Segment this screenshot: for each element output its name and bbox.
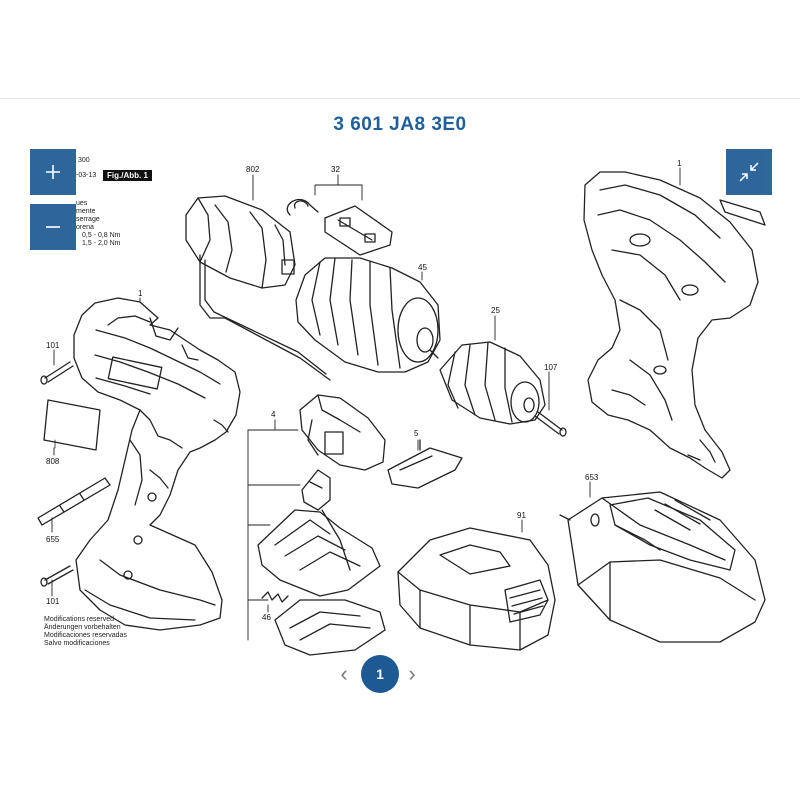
part-number-653: 653	[585, 473, 599, 482]
page-title: 3 601 JA8 3E0	[333, 114, 467, 135]
part-number-101-bottom: 101	[46, 597, 60, 606]
next-page-arrow[interactable]: ›	[408, 661, 416, 686]
contact-plate	[274, 599, 386, 656]
header-code-1: 300	[78, 157, 90, 164]
part-number-25: 25	[491, 306, 500, 315]
collapse-arrows-icon	[739, 162, 759, 182]
pcb-assembly	[257, 509, 381, 597]
legend-line: ues	[76, 200, 88, 207]
part-number-46: 46	[262, 613, 271, 622]
slider-5	[387, 439, 463, 489]
drill-housing-right	[583, 167, 766, 479]
legend-line: 0,5 - 0,8 Nm	[82, 232, 121, 239]
part-number-4: 4	[271, 410, 276, 419]
screw-101-top	[40, 361, 74, 385]
legend-line: orena	[76, 224, 94, 231]
gearbox-45	[295, 257, 441, 373]
minus-icon	[46, 226, 60, 228]
zoom-in-button[interactable]	[30, 149, 76, 195]
clip-32	[286, 199, 393, 256]
bit-655	[37, 477, 111, 526]
chuck-25	[439, 341, 546, 425]
legend-line: 1,5 - 2,0 Nm	[82, 240, 121, 247]
current-page-button[interactable]: 1	[361, 655, 399, 693]
figure-label: Fig./Abb. 1	[103, 170, 152, 181]
top-divider	[0, 98, 800, 99]
part-number-107: 107	[544, 363, 558, 372]
spring-46	[261, 591, 289, 603]
plus-icon	[46, 165, 60, 179]
part-number-101-top: 101	[46, 341, 60, 350]
legend-line: mente	[76, 208, 96, 215]
screw-107	[534, 411, 567, 437]
part-number-808: 808	[46, 457, 60, 466]
drill-housing-left	[73, 297, 241, 631]
charger-653	[559, 481, 766, 643]
battery-91	[397, 519, 556, 651]
note-line: Salvo modificaciones	[44, 640, 110, 647]
part-number-655: 655	[46, 535, 60, 544]
pagination: ‹ 1 ›	[0, 655, 800, 695]
modification-notes: Modifications reserved Änderungen vorbeh…	[44, 616, 127, 648]
part-number-1-right: 1	[677, 159, 682, 168]
prev-page-arrow[interactable]: ‹	[340, 661, 348, 686]
header-code-2: -03-13	[76, 172, 97, 179]
part-number-91: 91	[517, 511, 526, 520]
part-number-802: 802	[246, 165, 260, 174]
legend-block: ues mente serrage orena 0,5 - 0,8 Nm 1,5…	[50, 200, 121, 248]
part-number-1-left: 1	[138, 289, 143, 298]
zoom-out-button[interactable]	[30, 204, 76, 250]
note-line: Modificaciones reservadas	[44, 632, 127, 639]
part-number-5: 5	[414, 429, 419, 438]
collapse-view-button[interactable]	[726, 149, 772, 195]
switch-4	[299, 394, 386, 511]
motor-802	[185, 195, 331, 381]
part-number-32: 32	[331, 165, 340, 174]
screw-101-bottom	[40, 565, 74, 587]
note-line: Modifications reserved	[44, 616, 115, 623]
part-number-45: 45	[418, 263, 427, 272]
note-line: Änderungen vorbehalten	[44, 624, 121, 631]
label-808-sticker	[43, 399, 101, 451]
legend-line: serrage	[76, 216, 100, 223]
